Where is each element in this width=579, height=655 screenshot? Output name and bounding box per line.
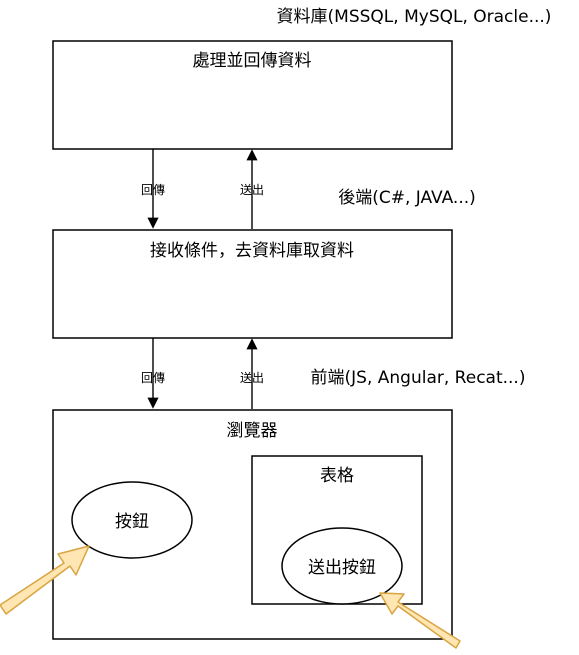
edge-send-bottom-label: 送出 — [240, 370, 264, 385]
send-button-node[interactable] — [281, 527, 403, 605]
browser-box-label: 瀏覽器 — [227, 421, 278, 441]
button-node[interactable] — [71, 481, 193, 559]
edge-return-bottom-label: 回傳 — [141, 371, 165, 385]
highlight-arrow-to-button — [0, 545, 90, 615]
db-note: 資料庫(MSSQL, MySQL, Oracle...) — [277, 7, 552, 27]
edge-send-top-label: 送出 — [240, 182, 264, 197]
highlight-arrow-to-send-button — [379, 592, 461, 649]
backend-box — [52, 229, 453, 339]
table-box-label: 表格 — [320, 466, 354, 486]
send-button-node-label: 送出按鈕 — [308, 558, 376, 578]
db-box-label: 處理並回傳資料 — [193, 51, 312, 71]
frontend-note: 前端(JS, Angular, Recat...) — [311, 368, 526, 388]
backend-note: 後端(C#, JAVA...) — [338, 188, 476, 208]
backend-box-label: 接收條件，去資料庫取資料 — [150, 241, 354, 261]
edge-return-top-label: 回傳 — [141, 183, 165, 197]
db-box — [52, 40, 453, 150]
button-node-label: 按鈕 — [115, 512, 149, 532]
